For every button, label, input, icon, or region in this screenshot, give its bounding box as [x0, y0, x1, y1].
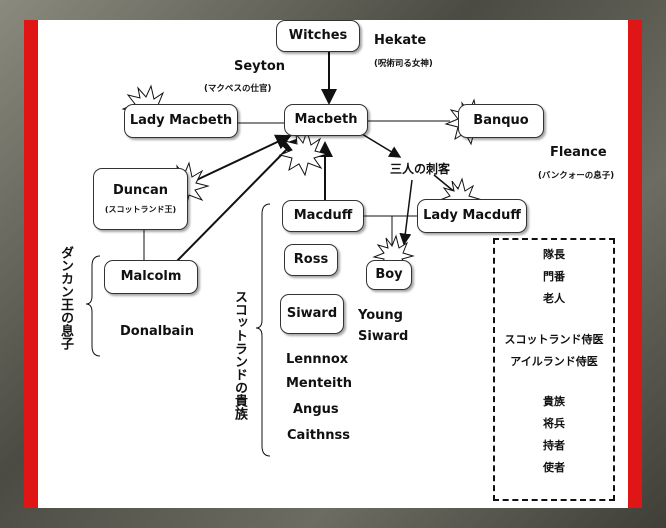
macduff-label: Macduff	[293, 207, 353, 223]
node-malcolm: Malcolm	[104, 260, 198, 294]
minor-role-messengers: 使者	[543, 461, 565, 474]
fleance-label: Fleance	[550, 145, 607, 160]
duncan-label: Duncan	[112, 182, 169, 198]
malcolm-to-macbeth-arrow	[175, 138, 298, 263]
minor-role-captain: 隊長	[543, 248, 565, 261]
seyton-label: Seyton	[234, 59, 286, 74]
minor-role-irish-doctor: アイルランド侍医	[510, 355, 598, 368]
young-siward-label-line1: Young	[358, 308, 403, 323]
node-banquo: Banquo	[458, 104, 544, 138]
fleance-subtitle: (バンクォーの息子)	[538, 171, 615, 181]
hekate-label: Hekate	[374, 33, 427, 48]
seyton-subtitle: (マクベスの仕官)	[204, 84, 272, 94]
duncan-subtitle: (スコットランド王)	[104, 205, 177, 215]
angus-label: Angus	[293, 402, 339, 417]
scottish-nobles-group-label: スコットランドの貴族	[232, 290, 247, 420]
menteith-label: Menteith	[286, 376, 352, 391]
right-red-border	[628, 20, 642, 508]
minor-role-scottish-doctor: スコットランド侍医	[504, 333, 604, 346]
boy-label: Boy	[375, 266, 403, 282]
lennox-label: Lennnox	[286, 352, 349, 367]
murderers-to-boy-arrow	[399, 179, 413, 246]
minor-role-old-man: 老人	[543, 292, 565, 305]
lady-macduff-label: Lady Macduff	[423, 207, 521, 223]
node-macduff: Macduff	[282, 200, 364, 232]
caithness-label: Caithnss	[287, 428, 350, 443]
node-lady-macbeth: Lady Macbeth	[124, 104, 238, 138]
witches-label: Witches	[288, 27, 348, 43]
siward-label: Siward	[286, 305, 338, 321]
duncan-sons-group-label: ダンカン王の息子	[58, 246, 73, 350]
minor-role-porter: 門番	[543, 270, 565, 283]
scottish-nobles-bracket	[255, 203, 271, 457]
duncan-sons-bracket	[85, 255, 101, 357]
node-lady-macduff: Lady Macduff	[417, 199, 527, 233]
ross-label: Ross	[293, 251, 329, 267]
malcolm-label: Malcolm	[120, 268, 182, 284]
node-ross: Ross	[284, 244, 338, 276]
death-burst-icon	[278, 129, 329, 177]
donalbain-label: Donalbain	[120, 324, 194, 339]
node-macbeth: Macbeth	[284, 104, 368, 136]
minor-role-lords: 貴族	[543, 395, 565, 408]
node-boy: Boy	[366, 260, 412, 290]
left-red-border	[24, 20, 38, 508]
duncan-to-macbeth-arrow	[187, 134, 292, 185]
hekate-subtitle: (呪術司る女神)	[374, 59, 433, 69]
minor-role-attendants: 持者	[543, 439, 565, 452]
minor-role-soldiers: 将兵	[543, 417, 565, 430]
young-siward-label-line2: Siward	[358, 329, 409, 344]
lady-macbeth-label: Lady Macbeth	[129, 112, 233, 128]
node-witches: Witches	[276, 20, 360, 52]
minor-roles-box	[493, 238, 615, 501]
node-duncan: Duncan (スコットランド王)	[93, 168, 188, 230]
murderers-label: 三人の刺客	[390, 162, 451, 176]
macbeth-to-murderers-arrow	[361, 133, 402, 158]
macbeth-label: Macbeth	[294, 111, 358, 127]
banquo-label: Banquo	[473, 112, 529, 128]
node-siward: Siward	[280, 294, 344, 334]
